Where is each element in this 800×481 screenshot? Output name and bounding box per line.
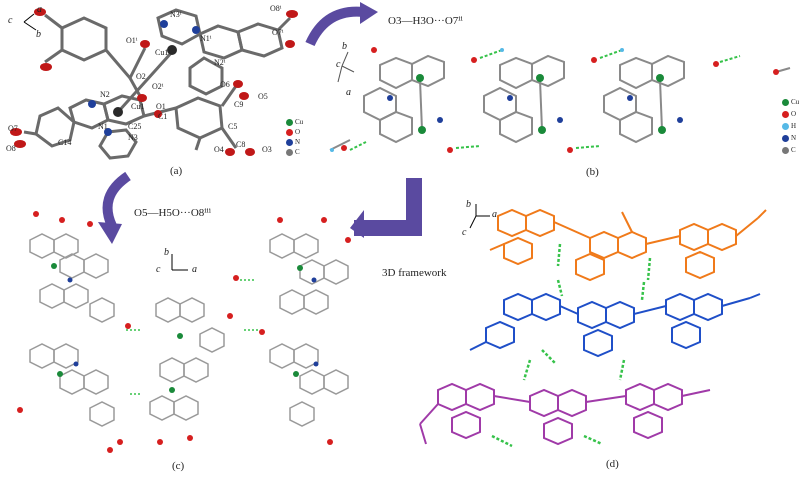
atom-label-1: N1ⁱ [200,34,212,43]
axis-triad-d [469,204,490,229]
atom-label-4: N2ⁱ [214,58,226,67]
axis-b-d: b [466,199,471,210]
atom-label-14: O6 [220,80,230,89]
atom-label-22: C14 [58,138,72,147]
arrow-b-to-d [350,178,422,238]
axis-a-c: a [192,264,197,275]
atoms-b [330,47,779,153]
arrow-a-to-b [305,2,378,47]
atom-label-21: O8 [6,144,16,153]
axis-triad-c [171,254,188,271]
legend-b-h: H [782,122,796,130]
axis-b-label: b [36,29,41,40]
legend-a-n: N [286,138,300,146]
c-swatch [782,146,789,154]
legend-b-o: O [782,110,796,118]
molecular-structure-a [10,8,298,160]
atom-label-7: O8ⁱ [270,4,282,13]
axis-c-b: c [336,59,341,70]
atom-label-13: C1 [158,112,168,121]
legend-b-n: N [782,134,796,142]
axis-b-b: b [342,41,347,52]
layer-blue [469,292,761,358]
axis-triad-a [23,13,37,31]
annotation-c: O5—H5O···O8ⁱⁱⁱ [134,207,211,219]
cu-swatch [782,98,789,106]
axis-c-d: c [462,227,467,238]
axis-a-d: a [492,209,497,220]
axis-triad-b [337,51,355,83]
axis-a-b: a [346,87,351,98]
atom-label-20: O7 [8,124,18,133]
hbonds-b [349,49,741,151]
hbonds-c [126,279,258,395]
atom-label-25: O3 [262,145,272,154]
atom-label-0: N3ⁱ [170,10,182,19]
annotation-b: O3—H3O···O7ⁱⁱ [388,15,463,27]
atom-label-5: O2ⁱ [152,82,164,91]
legend-a-o: O [286,128,300,136]
atom-label-12: O1 [156,102,166,111]
legend-a-c: C [286,148,300,156]
layer-purple [419,382,711,446]
axis-a-label: a [37,4,42,15]
atom-label-16: O5 [258,92,268,101]
caption-a: (a) [170,165,183,177]
panel-c: O5—H5O···O8ⁱⁱⁱ [0,180,380,476]
framework-d [419,204,767,448]
panel-a: a b c N3ⁱ N1ⁱ Cu1ⁱ O1ⁱ N2ⁱ O2ⁱ O2 O8ⁱ O7… [0,0,310,180]
hbond-chain-b [329,47,791,153]
caption-b: (b) [586,166,599,178]
panel-d: 3D framework [380,200,800,476]
legend-b-c: C [782,146,796,154]
atom-label-6: O2 [136,72,146,81]
panel-b: O3—H3O···O7ⁱⁱ [320,0,800,185]
axis-c-label: c [8,15,13,26]
hbond-layer-c [17,211,351,453]
atom-label-15: C9 [234,100,244,109]
legend-a-cu: Cu [286,118,303,126]
bond-skeleton-a [23,8,292,160]
n-swatch [286,138,293,146]
atom-label-11: N1 [98,122,108,131]
legend-b-cu: Cu [782,98,799,106]
atom-label-24: C8 [236,140,246,149]
n-swatch [782,134,789,142]
hbonds-d [491,243,652,448]
axis-b-c: b [164,247,169,258]
caption-d: (d) [606,458,619,470]
c-swatch [286,148,293,156]
annotation-d: 3D framework [382,267,447,279]
h-swatch [782,122,789,130]
arrow-a-to-c [98,171,131,244]
atom-label-18: C25 [128,122,142,131]
atom-label-23: O4 [214,145,224,154]
caption-c: (c) [172,460,185,472]
o-swatch [286,128,293,136]
network-c [29,233,349,427]
atom-label-2: Cu1ⁱ [155,48,170,57]
atom-label-10: Cu1 [131,102,145,111]
atoms-c [17,211,351,453]
cu-swatch [286,118,293,126]
atom-label-17: N3 [128,133,138,142]
atoms-a [10,8,298,156]
atom-label-8: O7ⁱ [272,28,284,37]
axis-c-c: c [156,264,161,275]
o-swatch [782,110,789,118]
atom-label-3: O1ⁱ [126,36,138,45]
atom-label-9: N2 [100,90,110,99]
atom-label-19: C5 [228,122,238,131]
layer-orange [489,208,767,282]
